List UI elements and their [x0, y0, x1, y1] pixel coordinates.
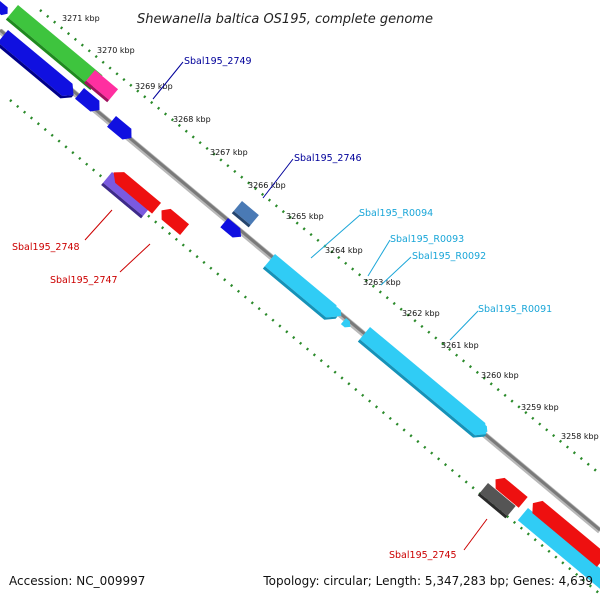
- leader-r0091: [449, 310, 479, 341]
- feature-green-cds: [5, 5, 103, 91]
- feature-blue-cds-long: [0, 30, 74, 99]
- tick-label-3271: 3271 kbp: [62, 14, 100, 23]
- leader-r0094: [310, 214, 361, 259]
- tick-label-3267: 3267 kbp: [210, 148, 248, 157]
- gene-label-r0093[interactable]: Sbal195_R0093: [390, 234, 464, 245]
- outer-dotted-guide: [39, 9, 600, 475]
- gene-label-r0091[interactable]: Sbal195_R0091: [478, 304, 552, 315]
- leader-2746: [262, 158, 294, 199]
- map-title: Shewanella baltica OS195, complete genom…: [137, 12, 433, 27]
- gene-labels: Sbal195_2749 Sbal195_2746 Sbal195_R0094 …: [12, 56, 552, 561]
- feature-cyan-cds-lower: [517, 508, 600, 591]
- feature-steelblue-cds-2746: [231, 201, 259, 228]
- gene-label-2746[interactable]: Sbal195_2746: [294, 153, 362, 164]
- tick-label-3262: 3262 kbp: [402, 309, 440, 318]
- feature-blue-cds-2749: [75, 88, 100, 112]
- tick-label-3260: 3260 kbp: [481, 371, 519, 380]
- feature-red-cds-lower: [532, 500, 600, 567]
- inner-dotted-guide: [9, 99, 600, 595]
- tick-label-3263: 3263 kbp: [363, 278, 401, 287]
- feature-rrna-r0094: [262, 254, 338, 320]
- features-outer-strand: [0, 5, 600, 591]
- feature-red-cds-2747: [161, 208, 190, 235]
- feature-blue-cds-2746b: [220, 218, 242, 238]
- tick-label-3259: 3259 kbp: [521, 403, 559, 412]
- leader-2749: [152, 61, 184, 100]
- feature-magenta-cds: [84, 70, 119, 103]
- gene-label-2749[interactable]: Sbal195_2749: [184, 56, 252, 67]
- tick-label-3268: 3268 kbp: [173, 115, 211, 124]
- feature-red-cds-2748: [113, 172, 162, 214]
- feature-blue-cds-edge: [0, 1, 8, 16]
- callout-lines: [84, 61, 488, 551]
- tick-label-3264: 3264 kbp: [325, 246, 363, 255]
- gene-label-r0092[interactable]: Sbal195_R0092: [412, 251, 486, 262]
- leader-r0092: [380, 256, 412, 286]
- feature-red-cds-2745: [495, 477, 528, 508]
- feature-rrna-r0093: [331, 307, 342, 317]
- feature-blue-cds-small: [107, 116, 132, 140]
- leader-2747: [119, 243, 151, 273]
- feature-purple-cds-2748: [101, 172, 152, 219]
- feature-rrna-r0092: [340, 318, 351, 328]
- gene-label-2747[interactable]: Sbal195_2747: [50, 275, 118, 286]
- scale-ticks: 3271 kbp 3270 kbp 3269 kbp 3268 kbp 3267…: [62, 14, 599, 441]
- feature-rrna-tail: [477, 423, 488, 433]
- tick-label-3270: 3270 kbp: [97, 46, 135, 55]
- topology-summary-text: Topology: circular; Length: 5,347,283 bp…: [262, 574, 593, 588]
- leader-2745: [463, 518, 488, 551]
- feature-rrna-r0091: [357, 327, 487, 438]
- tick-label-3261: 3261 kbp: [441, 341, 479, 350]
- accession-text: Accession: NC_009997: [9, 574, 145, 588]
- leader-r0093: [367, 239, 391, 277]
- features-inner-strand: [0, 1, 600, 567]
- tick-label-3265: 3265 kbp: [286, 212, 324, 221]
- tick-label-3269: 3269 kbp: [135, 82, 173, 91]
- tick-label-3266: 3266 kbp: [248, 181, 286, 190]
- leader-2748: [84, 209, 113, 241]
- gene-label-r0094[interactable]: Sbal195_R0094: [359, 208, 433, 219]
- feature-grey-cds-2745: [477, 483, 516, 519]
- gene-label-2748[interactable]: Sbal195_2748: [12, 242, 80, 253]
- gene-label-2745[interactable]: Sbal195_2745: [389, 550, 457, 561]
- tick-label-3258: 3258 kbp: [561, 432, 599, 441]
